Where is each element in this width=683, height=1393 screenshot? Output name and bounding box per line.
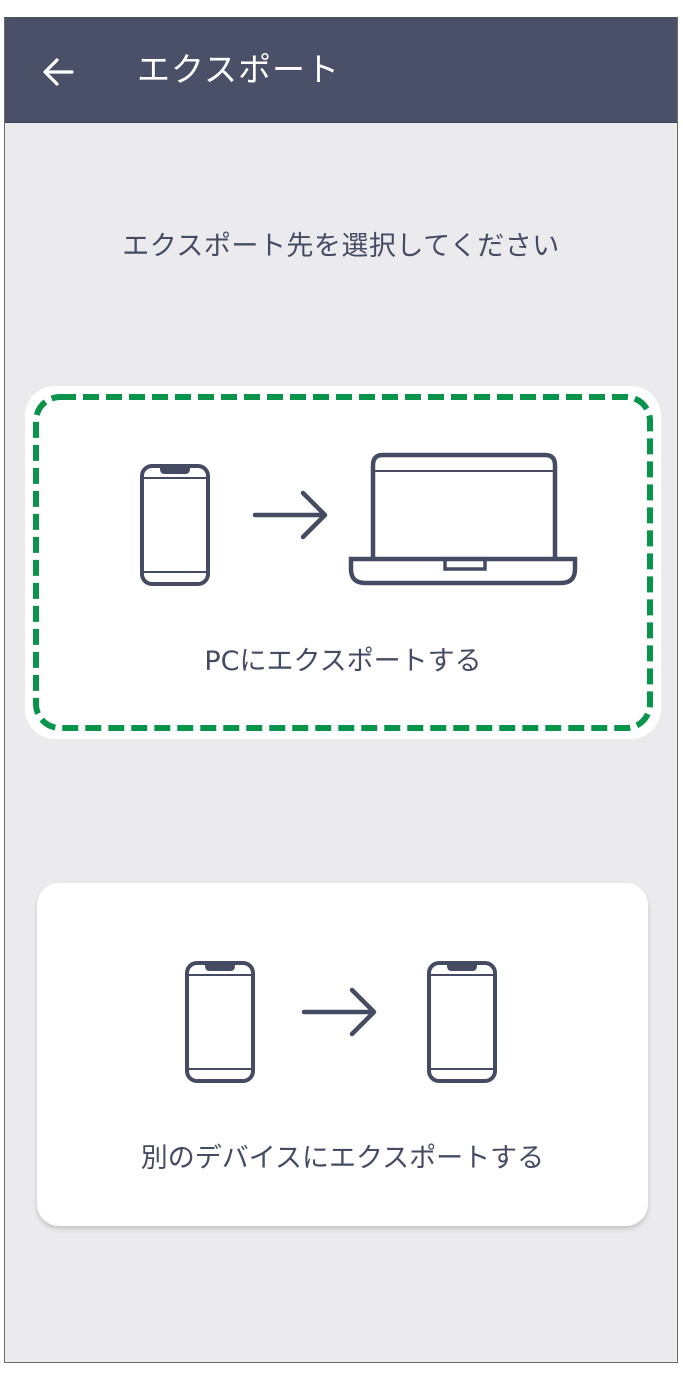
instruction-text: エクスポート先を選択してください (122, 231, 560, 262)
arrow-right-icon (301, 987, 377, 1037)
arrow-right-icon (252, 490, 328, 540)
page-title: エクスポート (137, 50, 341, 89)
app-screen: エクスポート エクスポート先を選択してください PCにエクスポートする (4, 17, 678, 1363)
export-to-pc-option[interactable]: PCにエクスポートする (25, 386, 661, 739)
smartphone-icon (427, 961, 497, 1083)
arrow-left-icon (43, 58, 74, 86)
smartphone-icon (185, 961, 255, 1083)
selection-highlight-border (33, 394, 653, 731)
export-to-device-label: 別のデバイスにエクスポートする (140, 1143, 545, 1174)
back-button[interactable] (33, 50, 83, 94)
smartphone-icon (140, 464, 210, 586)
app-header: エクスポート (5, 18, 677, 123)
export-to-pc-label: PCにエクスポートする (204, 646, 482, 677)
export-to-device-option[interactable]: 別のデバイスにエクスポートする (37, 883, 648, 1226)
laptop-icon (348, 452, 578, 586)
